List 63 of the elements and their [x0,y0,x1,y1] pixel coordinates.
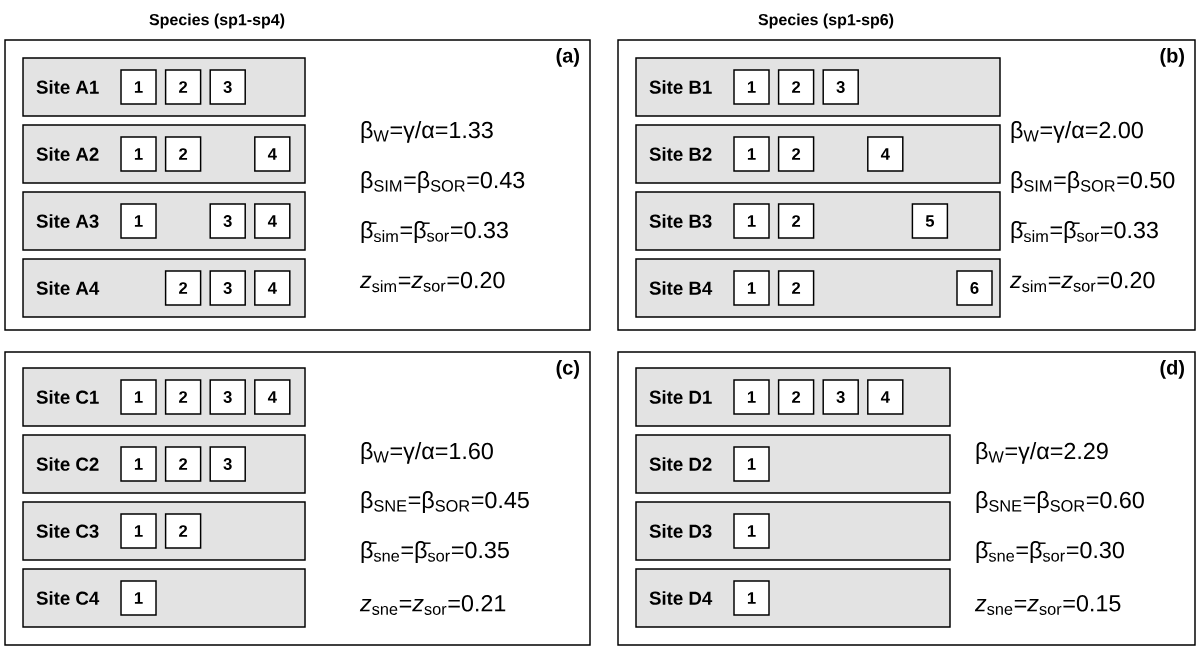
formula: β$_{W}$=γ/α=2.29 [976,442,1108,464]
formula: β̄$_{sne}$=β̄$_{sor}$=0.30 [976,541,1124,563]
species-box: 1 [733,580,770,616]
panel-letter: (c) [556,360,579,379]
species-box: 1 [733,379,770,415]
species-box: 4 [867,379,904,415]
formula: β̄$_{sim}$=β̄$_{sor}$=0.33 [1011,221,1158,243]
species-box: 4 [254,270,291,306]
formula: z$_{sne}$=z$_{sor}$=0.21 [359,595,506,615]
species-box: 2 [777,69,815,105]
formula: β$_{SIM}$=β$_{SOR}$=0.50 [1011,171,1175,193]
formula: β̄$_{sim}$=β̄$_{sor}$=0.33 [361,221,508,243]
formula: β$_{SNE}$=β$_{SOR}$=0.60 [976,491,1144,513]
species-box: 2 [777,379,815,415]
species-box: 4 [867,136,904,172]
species-box: 1 [733,513,770,549]
species-box: 1 [120,580,157,616]
species-box: 2 [777,203,815,239]
species-box: 5 [911,203,949,239]
formula: β$_{W}$=γ/α=1.60 [361,442,493,464]
formula: β$_{SNE}$=β$_{SOR}$=0.45 [361,491,529,513]
species-box: 2 [777,270,815,306]
species-box: 1 [120,446,157,482]
species-box: 3 [209,203,246,239]
species-box: 2 [164,270,202,306]
species-box: 1 [733,203,770,239]
species-box: 1 [733,270,770,306]
panel-letter: (a) [556,48,579,67]
formula: z$_{sim}$=z$_{sor}$=0.20 [1009,271,1155,293]
species-box: 1 [733,136,770,172]
species-box: 1 [120,203,157,239]
species-box: 1 [733,446,770,482]
species-box: 2 [164,379,202,415]
panel-letter: (b) [1160,48,1184,67]
species-box: 3 [822,69,859,105]
species-box: 3 [209,446,246,482]
species-box: 2 [777,136,815,172]
formula: β$_{SIM}$=β$_{SOR}$=0.43 [361,171,525,193]
formula: z$_{sim}$=z$_{sor}$=0.20 [359,271,505,293]
species-box: 1 [120,69,157,105]
panel-letter: (d) [1160,360,1184,379]
species-box: 4 [254,379,291,415]
species-box: 1 [120,379,157,415]
panel-heading: Species (sp1-sp4) [149,13,285,29]
formula: β$_{W}$=γ/α=1.33 [361,121,493,143]
species-box: 3 [209,379,246,415]
species-box: 1 [120,136,157,172]
species-box: 3 [209,69,246,105]
species-box: 3 [209,270,246,306]
species-box: 1 [120,513,157,549]
species-box: 1 [733,69,770,105]
species-box: 2 [164,446,202,482]
formula: z$_{sne}$=z$_{sor}$=0.15 [974,595,1121,615]
species-box: 3 [822,379,859,415]
species-box: 2 [164,136,202,172]
species-box: 6 [956,270,993,306]
species-box: 4 [254,136,291,172]
panel-heading: Species (sp1-sp6) [758,13,894,29]
species-box: 2 [164,69,202,105]
formula: β̄$_{sne}$=β̄$_{sor}$=0.35 [361,541,509,563]
species-box: 4 [254,203,291,239]
species-box: 2 [164,513,202,549]
formula: β$_{W}$=γ/α=2.00 [1011,121,1143,143]
